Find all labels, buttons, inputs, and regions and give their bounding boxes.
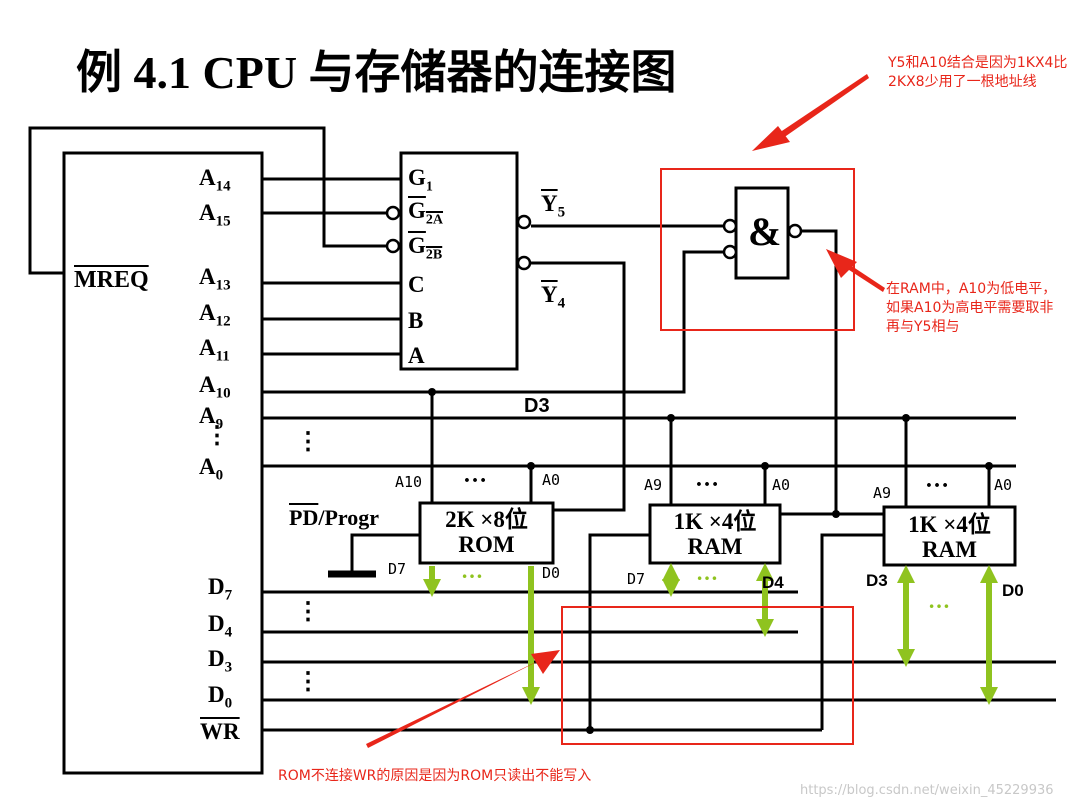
cpu-pin-a10: A10: [199, 372, 231, 402]
inversion-bubbles: [385, 205, 803, 271]
address-bus-dots: ⋮: [296, 429, 320, 455]
rom-data-ellipsis: …: [461, 558, 483, 583]
cpu-pin-d3: D3: [208, 646, 233, 676]
decoder-output-y4: Y4: [541, 282, 566, 312]
cpu-pin-a9: A9: [199, 403, 224, 433]
cpu-pin-a14: A14: [199, 165, 231, 195]
ram1-data-hi: D7: [627, 570, 646, 588]
cpu-pin-a12: A12: [199, 300, 231, 330]
data-bus-dots-lower: ⋮: [296, 669, 320, 695]
ram2-data-ellipsis: …: [928, 588, 950, 613]
annotation-top: Y5和A10结合是因为1KX4比2KX8少用了一根地址线: [888, 55, 1068, 90]
rom-addr-ellipsis: …: [463, 462, 487, 488]
wr-highlight: [561, 606, 854, 745]
ram1-data-ellipsis: …: [696, 560, 718, 585]
cpu-pin-d0: D0: [208, 682, 233, 712]
cpu-pin-a11: A11: [199, 335, 230, 365]
pd-progr-label: PD/Progr: [289, 505, 380, 530]
rom-addr-lo: A0: [542, 471, 561, 489]
highlight-boxes: [561, 168, 855, 745]
and-gate-box: [734, 186, 790, 280]
decoder-output-y5: Y5: [541, 191, 566, 221]
decoder-input-a: A: [408, 343, 425, 368]
and-gate-highlight: [660, 168, 855, 331]
ram1-addr-lo: A0: [772, 476, 791, 494]
rom-chip-box: [418, 501, 555, 565]
mreq-label: MREQ: [74, 267, 149, 293]
data-arrows: [423, 563, 998, 705]
annotation-right: 在RAM中，A10为低电平，如果A10为高电平需要取非再与Y5相与: [886, 281, 1057, 335]
junction-dots: [428, 388, 993, 734]
ram1-addr-ellipsis: …: [695, 466, 719, 492]
decoder-input-g2b: G2B: [408, 233, 443, 263]
cpu-pin-d4: D4: [208, 611, 233, 641]
cpu-pin-d7: D7: [208, 574, 233, 604]
diagram-title: 例 4.1 CPU 与存储器的连接图: [76, 47, 677, 98]
watermark-url: https://blog.csdn.net/weixin_45229936: [800, 783, 1054, 798]
annotation-arrows: [366, 74, 885, 748]
bottom-note-arrowhead: [531, 650, 560, 674]
decoder-input-b: B: [408, 308, 424, 333]
address-wires: [28, 126, 1016, 578]
and-gate-symbol: &: [748, 209, 782, 254]
bus-label-d3: D3: [524, 395, 550, 417]
rom-data-lo: D0: [542, 564, 561, 582]
cpu-address-dots: ⋮: [205, 423, 229, 449]
annotation-bottom: ROM不连接WR的原因是因为ROM只读出不能写入: [278, 768, 592, 784]
decoder-input-c: C: [408, 272, 425, 297]
ram1-data-lo: D4: [762, 573, 784, 592]
rom-data-hi: D7: [388, 560, 407, 578]
data-bus-dots-upper: ⋮: [296, 599, 320, 625]
ram1-addr-hi: A9: [644, 476, 663, 494]
rom-addr-hi: A10: [395, 473, 423, 491]
decoder-input-g2a: G2A: [408, 198, 444, 228]
cpu-pin-a15: A15: [199, 200, 231, 230]
cpu-pin-a13: A13: [199, 264, 231, 294]
cpu-box: [62, 151, 264, 775]
cpu-pin-wr: WR: [200, 719, 240, 744]
ram2-data-lo: D0: [1002, 581, 1024, 600]
ram2-addr-lo: A0: [994, 476, 1013, 494]
decoder-box: [399, 151, 519, 371]
ram2-data-hi: D3: [866, 571, 888, 590]
ram2-addr-ellipsis: …: [925, 467, 949, 493]
decoder-input-g1: G1: [408, 165, 433, 195]
ram2-addr-hi: A9: [873, 484, 892, 502]
cpu-pin-a0: A0: [199, 454, 224, 484]
